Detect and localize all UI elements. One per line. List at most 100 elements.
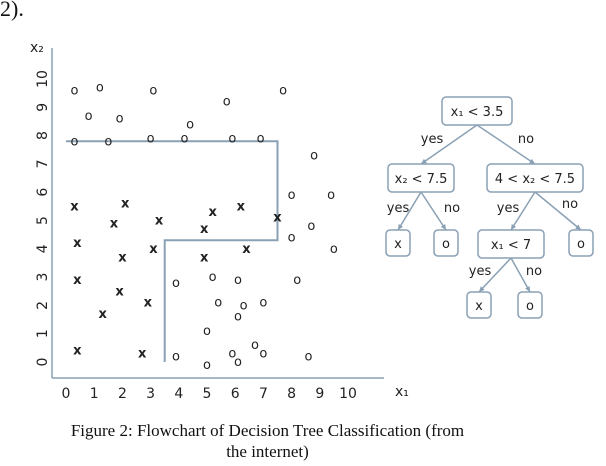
x-tick-label: 3 [146,386,155,402]
x-tick-label: 5 [203,386,212,402]
y-tick-label: 7 [35,159,51,168]
o-point: o [288,230,296,245]
o-point: o [172,349,180,364]
tree-edge-arrowhead [511,224,517,230]
x-point: x [200,250,209,265]
o-point: o [180,131,188,146]
tree-edge [478,257,512,293]
tree-node-leaf-label: o [442,237,450,252]
tree-edge [397,191,422,231]
x-point: x [110,216,119,231]
x-tick-label: 8 [287,386,296,402]
o-point: o [307,219,315,234]
x-point: x [237,199,246,214]
x-point: x [138,347,147,362]
o-point: o [172,276,180,291]
x-tick-label: 6 [231,386,240,402]
o-point: o [305,349,313,364]
tree-node-decision-box [486,163,584,193]
tree-edge-arrowhead [575,224,581,230]
o-point: o [327,188,335,203]
tree-edge-arrowhead [398,224,404,230]
caption-line-2: the internet) [226,442,309,461]
o-point: o [259,296,267,311]
tree-node-leaf-box [433,229,459,257]
y-axis-label: x₂ [30,40,44,56]
o-point: o [293,273,301,288]
o-point: o [234,273,242,288]
x-point: x [200,222,209,237]
tree-node-leaf-label: x [475,299,483,314]
o-point: o [288,188,296,203]
caption-line-1: Figure 2: Flowchart of Decision Tree Cla… [70,421,465,440]
y-tick-label: 8 [35,131,51,140]
x-tick-label: 0 [62,386,71,402]
o-point: o [203,358,211,373]
x-point: x [144,296,153,311]
y-tick-label: 10 [35,70,51,88]
top-text-fragment: 2). [0,0,24,21]
tree-node-decision-label: x₂ < 7.5 [395,172,448,187]
o-point: o [104,134,112,149]
tree-edge-label-no: no [562,197,578,212]
x-tick-label: 9 [315,386,324,402]
o-point: o [203,324,211,339]
x-tick-label: 7 [259,386,268,402]
o-point: o [234,310,242,325]
x-point: x [73,273,82,288]
x-axis-label: x₁ [395,384,409,400]
tree-edge-arrowhead [529,158,535,164]
o-point: o [257,131,265,146]
tree-node-decision-box [441,96,513,126]
y-tick-label: 9 [35,103,51,112]
tree-edge-label-yes: yes [421,132,444,147]
o-point: o [240,298,248,313]
tree-node-leaf-label: x [394,237,402,252]
tree-edge-arrowhead [525,286,530,292]
tree-node-decision-box [387,163,455,193]
o-point: o [310,148,318,163]
y-tick-label: 1 [35,329,51,338]
o-point: o [259,347,267,362]
tree-edge [534,191,582,231]
x-tick-label: 1 [90,386,99,402]
tree-node-decision-label: x₁ < 3.5 [451,105,504,120]
tree-node-leaf-box [568,229,594,257]
tree-node-decision-box [477,229,545,259]
y-tick-label: 6 [35,188,51,197]
o-point: o [186,117,194,132]
tree-edge [476,124,536,165]
o-point: o [251,338,259,353]
tree-edge [420,191,447,231]
o-point: o [228,131,236,146]
tree-node-leaf-box [385,229,411,257]
o-point: o [209,270,217,285]
x-point: x [73,236,82,251]
tree-edge-label-yes: yes [387,201,410,216]
x-point: x [70,199,79,214]
decision-boundary [66,140,279,362]
o-point: o [85,109,93,124]
o-point: o [70,134,78,149]
tree-edge-arrowhead [440,224,446,230]
x-point: x [118,250,127,265]
y-tick-label: 3 [35,273,51,282]
figure-caption: Figure 2: Flowchart of Decision Tree Cla… [0,420,535,462]
x-tick-label: 4 [174,386,183,402]
tree-edge-label-no: no [518,132,534,147]
x-tick-label: 2 [118,386,127,402]
o-point: o [228,347,236,362]
x-point: x [208,205,217,220]
x-point: x [121,197,130,212]
tree-edge-label-no: no [444,201,460,216]
y-tick-label: 2 [35,301,51,310]
y-tick-label: 5 [35,216,51,225]
o-point: o [279,83,287,98]
o-point: o [214,296,222,311]
tree-node-decision-label: 4 < x₂ < 7.5 [495,172,575,187]
o-point: o [70,83,78,98]
tree-edge-label-yes: yes [469,264,492,279]
tree-node-leaf-label: o [577,237,585,252]
y-tick-label: 4 [35,244,51,253]
